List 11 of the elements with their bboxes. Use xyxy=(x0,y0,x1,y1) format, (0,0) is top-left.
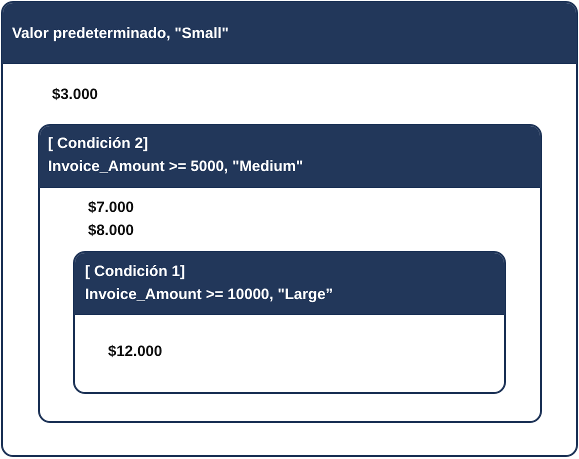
container-box xyxy=(38,124,542,423)
condition-text: Invoice_Amount >= 10000, "Large” xyxy=(85,285,334,305)
amount-value: $7.000 xyxy=(88,198,134,218)
container-box xyxy=(73,251,506,394)
condition-title: [ Condición 2] xyxy=(48,134,148,154)
amount-value: $8.000 xyxy=(88,221,134,241)
condition-title: [ Condición 1] xyxy=(85,262,185,282)
amount-value: $12.000 xyxy=(108,342,162,362)
amount-value: $3.000 xyxy=(52,85,98,105)
condition-text: Invoice_Amount >= 5000, "Medium" xyxy=(48,157,304,177)
condition-text: Valor predeterminado, "Small" xyxy=(12,24,229,44)
